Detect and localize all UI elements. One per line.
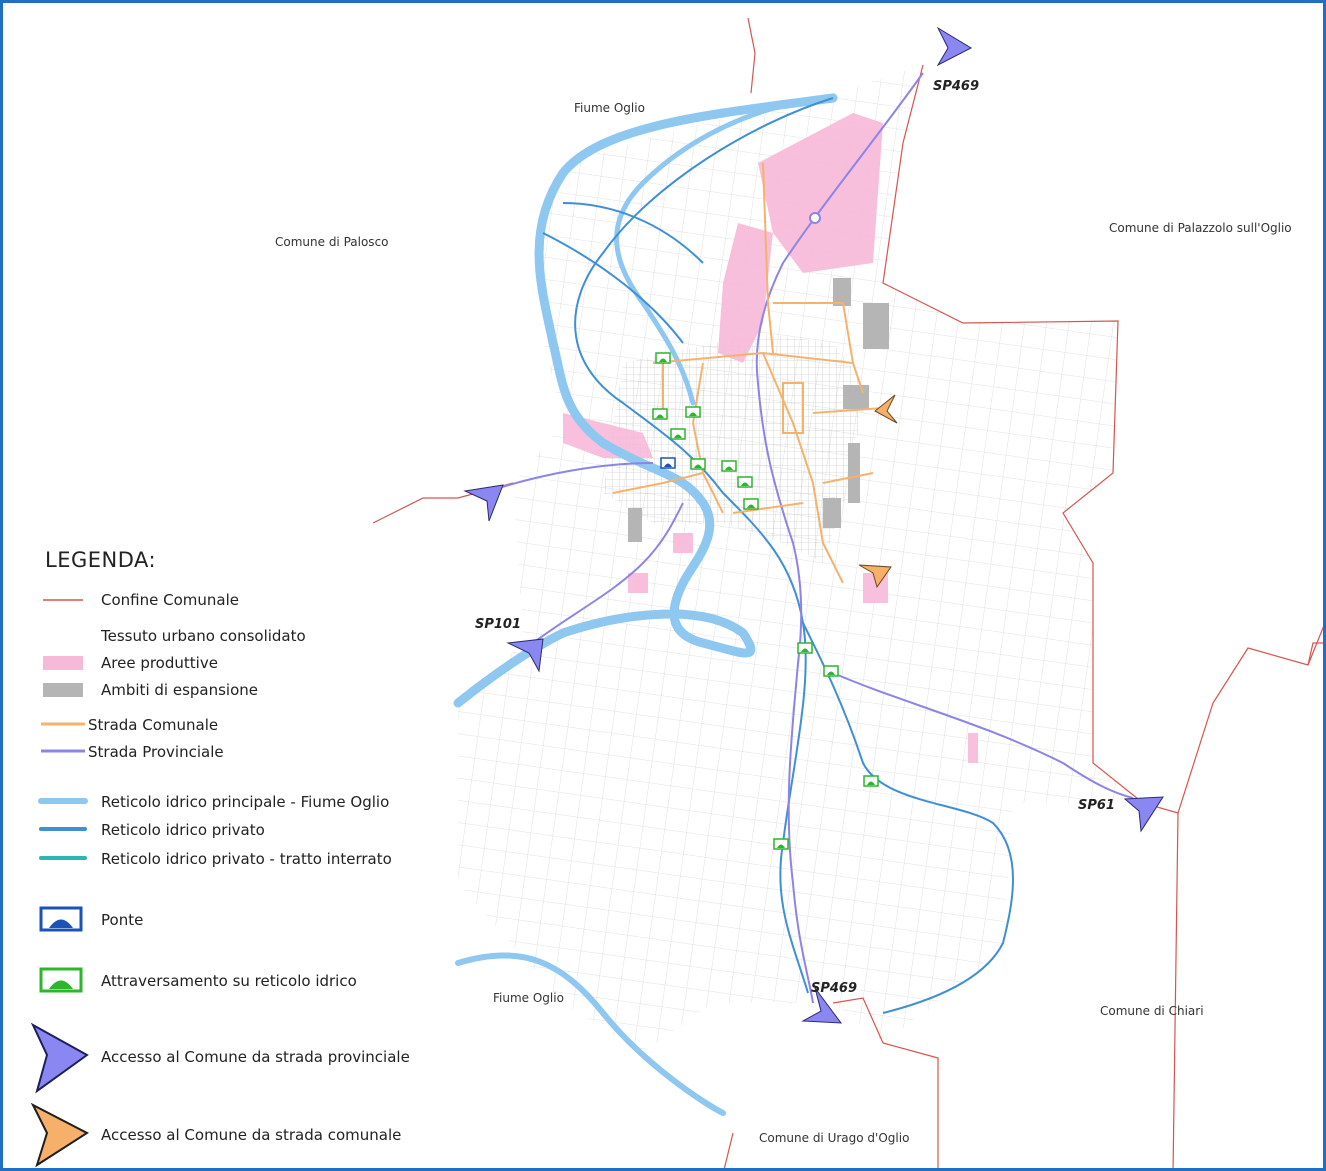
label-fiume-oglio-north: Fiume Oglio [574,101,645,115]
road-label-sp61: SP61 [1078,798,1115,813]
legend-bridge-icon [39,906,83,932]
label-comune-palazzolo: Comune di Palazzolo sull'Oglio [1109,221,1292,235]
legend-item-reticolo-privato: Reticolo idrico privato [39,817,459,843]
legend-label: Attraversamento su reticolo idrico [101,972,357,990]
legend-arrow-municipal-icon [30,1102,89,1168]
municipal-map [30,17,1323,1168]
legend-item-ponte: Ponte [39,907,459,933]
bridge-icon [660,457,676,469]
expansion-areas [628,278,889,542]
crossing-icon [823,665,839,677]
legend-label: Reticolo idrico privato - tratto interra… [101,850,392,868]
crossing-icon [773,838,789,850]
legend-arrow-provincial-icon [30,1022,89,1094]
crossing-icon [670,428,686,440]
access-arrow-comunale-south-icon [858,564,892,589]
legend-item-strada-provinciale: Strada Provinciale [39,739,459,765]
urban-fabric [603,333,863,563]
legend-title: LEGENDA: [45,548,157,572]
legend-label: Ambiti di espansione [101,681,258,699]
legend-item-accesso-provinciale: Accesso al Comune da strada provinciale [39,1044,459,1070]
access-arrows-provincial [463,26,1164,1024]
access-arrow-west-icon [463,484,504,522]
label-comune-urago: Comune di Urago d'Oglio [759,1131,910,1145]
label-fiume-oglio-south: Fiume Oglio [493,991,564,1005]
legend-label: Reticolo idrico principale - Fiume Oglio [101,793,390,811]
legend-item-confine: Confine Comunale [39,587,459,613]
legend-label: Ponte [101,911,144,929]
legend-item-accesso-comunale: Accesso al Comune da strada comunale [39,1122,459,1148]
label-comune-chiari: Comune di Chiari [1100,1004,1204,1018]
road-label-sp101: SP101 [475,617,522,632]
road-label-sp469-north: SP469 [933,79,980,94]
legend-label: Aree produttive [101,654,218,672]
crossing-icon [721,460,737,472]
legend-item-reticolo-principale: Reticolo idrico principale - Fiume Oglio [39,789,459,815]
roundabout [809,212,821,224]
access-arrow-sp469-south-icon [801,987,843,1024]
legend-item-attraversamento: Attraversamento su reticolo idrico [39,968,459,994]
crossing-icon [863,775,879,787]
access-arrow-sp101-icon [506,638,544,673]
access-arrow-sp469-north-icon [936,26,973,67]
legend-label: Strada Comunale [88,716,219,734]
legend-label: Confine Comunale [101,591,239,609]
crossing-icon [743,498,759,510]
river-oglio [453,93,838,1116]
crossing-icon [685,406,701,418]
crossing-markers [652,352,879,850]
legend-item-ambiti-espansione: Ambiti di espansione [39,677,459,703]
access-arrows-municipal [858,394,898,589]
crossing-icon [737,476,753,488]
legend-item-strada-comunale: Strada Comunale [39,712,459,738]
legend-label: Accesso al Comune da strada comunale [101,1126,402,1144]
legend-item-tessuto: Tessuto urbano consolidato [39,623,459,649]
crossing-icon [690,458,706,470]
access-arrow-sp61-icon [1123,796,1164,833]
territory-area [458,65,1143,1053]
road-label-sp469-south: SP469 [811,981,858,996]
crossing-icon [655,352,671,364]
legend-item-aree-produttive: Aree produttive [39,650,459,676]
municipal-roads [612,162,884,584]
label-comune-palosco: Comune di Palosco [275,235,389,249]
crossing-icon [652,408,668,420]
legend-label: Reticolo idrico privato [101,821,265,839]
provincial-roads [482,72,1134,1004]
legend-label: Accesso al Comune da strada provinciale [101,1048,410,1066]
legend-item-reticolo-interrato: Reticolo idrico privato - tratto interra… [39,846,459,872]
access-arrow-comunale-east-icon [874,394,898,424]
legend-crossing-icon [39,967,83,993]
legend-label: Tessuto urbano consolidato [101,627,306,645]
legend-label: Strada Provinciale [88,743,224,761]
legend-symbols [30,599,89,1168]
crossing-icon [797,642,813,654]
